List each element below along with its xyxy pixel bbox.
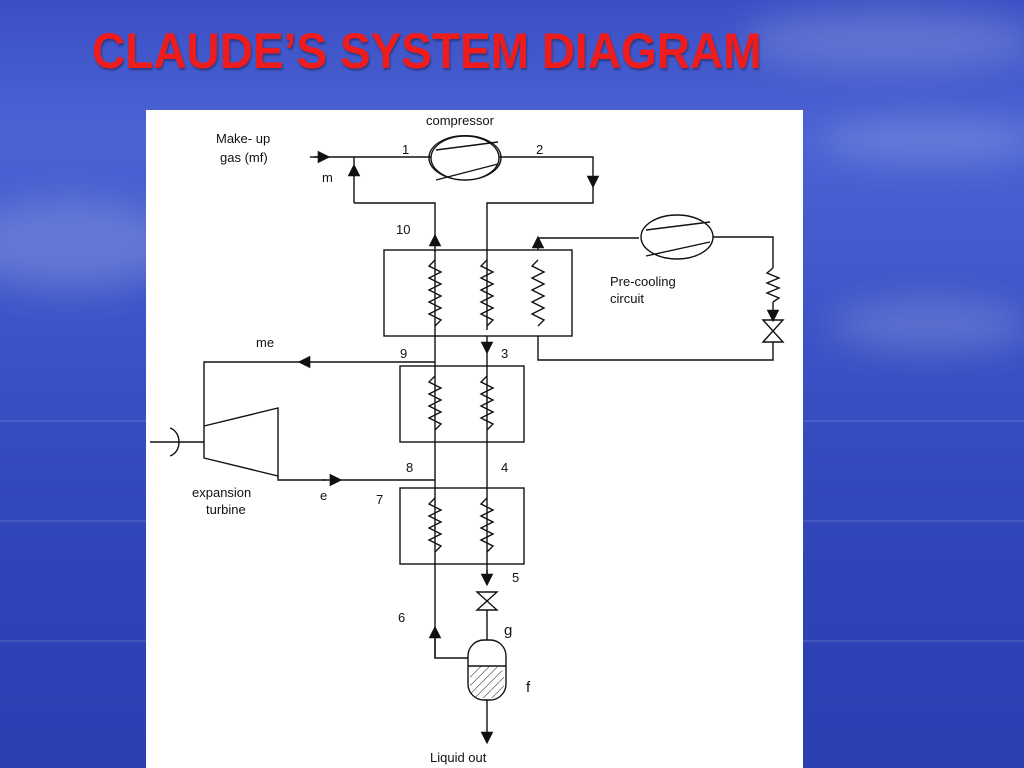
state-point-1: 1 [402, 142, 409, 157]
turbine-label-1: expansion [192, 485, 251, 500]
heat-exchanger-3 [399, 487, 525, 565]
vapor-return-line [434, 640, 468, 659]
me-label: me [256, 335, 274, 350]
precool-line-right [713, 236, 774, 268]
background-cloud [830, 300, 1024, 350]
f-label: f [526, 679, 531, 696]
state-point-4: 4 [501, 460, 508, 475]
background-cloud [820, 120, 1024, 160]
precool-line-top [537, 237, 639, 242]
hp-supply-line [486, 182, 594, 330]
compressor-label: compressor [426, 113, 495, 128]
precool-compressor-icon [640, 214, 714, 260]
claude-system-diagram: compressor Make- up gas (mf) m 1 2 10 [150, 113, 785, 765]
state-point-8: 8 [406, 460, 413, 475]
liquid-out-label: Liquid out [430, 750, 487, 765]
diagram-panel: compressor Make- up gas (mf) m 1 2 10 [146, 110, 803, 768]
g-label: g [504, 622, 512, 639]
precool-label-1: Pre-cooling [610, 274, 676, 289]
state-point-5: 5 [512, 570, 519, 585]
expansion-turbine-icon [150, 407, 279, 477]
state-point-6: 6 [398, 610, 405, 625]
state-point-7: 7 [376, 492, 383, 507]
heat-exchanger-coils [427, 259, 781, 553]
precool-label-2: circuit [610, 291, 644, 306]
turbine-label-2: turbine [206, 502, 246, 517]
turbine-exhaust-line [277, 476, 326, 481]
makeup-label-1: Make- up [216, 131, 270, 146]
m-label: m [322, 170, 333, 185]
return-line-10 [354, 202, 436, 242]
jt-valve-icon [475, 591, 499, 611]
background-cloud [740, 10, 1024, 70]
me-line [203, 361, 304, 426]
state-point-9: 9 [400, 346, 407, 361]
slide-title: CLAUDE’S SYSTEM DIAGRAM [92, 23, 762, 79]
heat-exchanger-2 [399, 365, 525, 443]
makeup-label-2: gas (mf) [220, 150, 268, 165]
state-point-10: 10 [396, 222, 410, 237]
compressor-outlet-line [499, 156, 600, 189]
e-label: e [320, 488, 327, 503]
liquid-separator-icon [467, 639, 507, 701]
heat-exchanger-1 [383, 249, 573, 337]
precool-return-line [537, 336, 774, 361]
state-point-2: 2 [536, 142, 543, 157]
state-point-3: 3 [501, 346, 508, 361]
compressor-icon [428, 134, 502, 181]
precool-valve-icon [761, 319, 785, 343]
